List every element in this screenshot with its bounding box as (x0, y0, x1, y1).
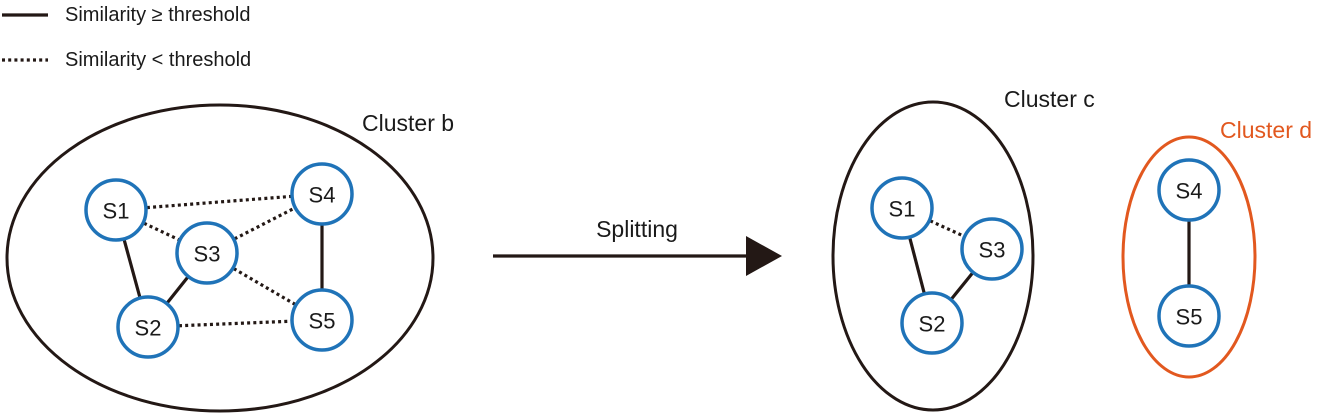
node-s5: S5 (290, 288, 354, 352)
node-c-s3: S3 (960, 217, 1024, 281)
cluster-d: Cluster d S4 S5 (1121, 117, 1312, 379)
node-c-s1: S1 (870, 176, 934, 240)
node-s2-label: S2 (135, 316, 162, 341)
cluster-b-boundary (5, 103, 435, 413)
edge-s1-s3 (115, 208, 208, 255)
legend-solid-label: Similarity ≥ threshold (65, 4, 250, 26)
cluster-c-boundary (831, 100, 1035, 412)
legend-dotted-label: Similarity < threshold (65, 49, 251, 71)
node-s2: S2 (116, 295, 180, 359)
cluster-c: Cluster c S1 S3 S2 (831, 86, 1095, 412)
node-c-s2-label: S2 (919, 312, 946, 337)
cluster-d-label: Cluster d (1220, 117, 1312, 143)
cluster-d-boundary (1121, 135, 1257, 379)
node-s3-label: S3 (194, 242, 221, 267)
cluster-b: Cluster b S1 S3 S4 S2 S5 (5, 103, 454, 413)
node-d-s4-label: S4 (1176, 179, 1203, 204)
cluster-b-label: Cluster b (362, 110, 454, 136)
node-s4-label: S4 (309, 183, 336, 208)
arrow-head (746, 236, 782, 276)
node-d-s5: S5 (1157, 284, 1221, 348)
cluster-c-label: Cluster c (1004, 86, 1095, 112)
node-s1: S1 (84, 178, 148, 242)
node-c-s3-label: S3 (979, 238, 1006, 263)
node-s3: S3 (175, 221, 239, 285)
node-c-s1-label: S1 (889, 197, 916, 222)
node-s4: S4 (290, 162, 354, 226)
node-s1-label: S1 (103, 199, 130, 224)
node-d-s4: S4 (1157, 158, 1221, 222)
legend: Similarity ≥ threshold Similarity < thre… (2, 4, 251, 71)
node-d-s5-label: S5 (1176, 305, 1203, 330)
arrow-label: Splitting (596, 216, 678, 242)
splitting-arrow: Splitting (493, 216, 782, 276)
node-s5-label: S5 (309, 309, 336, 334)
node-c-s2: S2 (900, 291, 964, 355)
